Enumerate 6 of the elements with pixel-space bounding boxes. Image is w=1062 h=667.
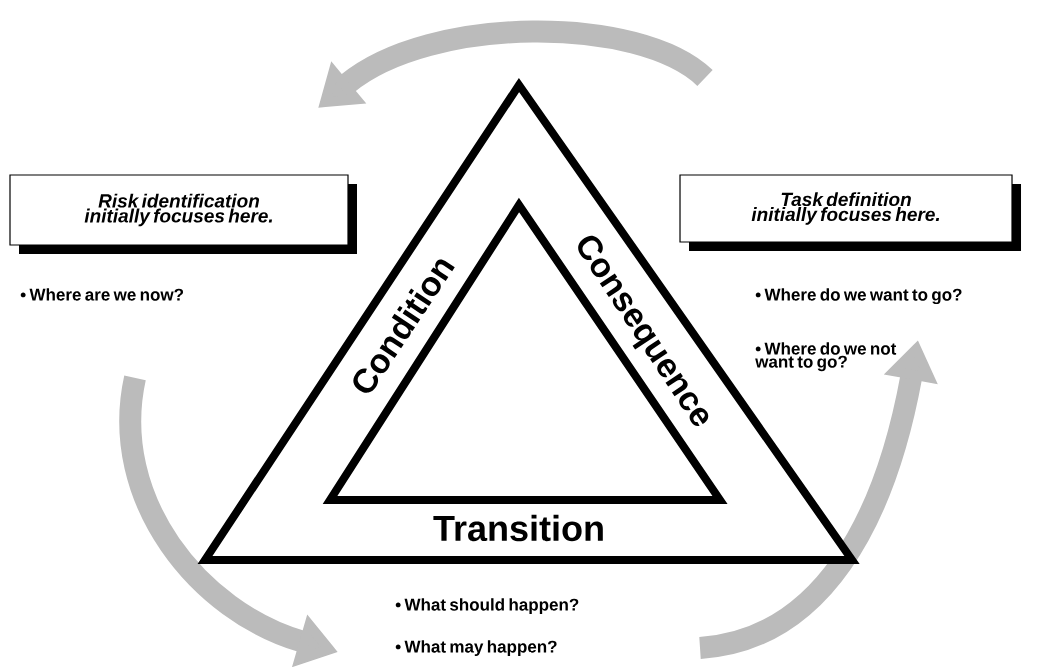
node-label: Transition [433, 514, 603, 542]
bullet-text: • Where are we now? [20, 288, 184, 301]
bullet-text: • What may happen? [395, 640, 557, 657]
callout-box: Risk identification initially focuses here. [9, 174, 357, 254]
bullet-text: • What should happen? [395, 598, 579, 615]
callout-box: Task definition initially focuses here. [679, 174, 1021, 251]
